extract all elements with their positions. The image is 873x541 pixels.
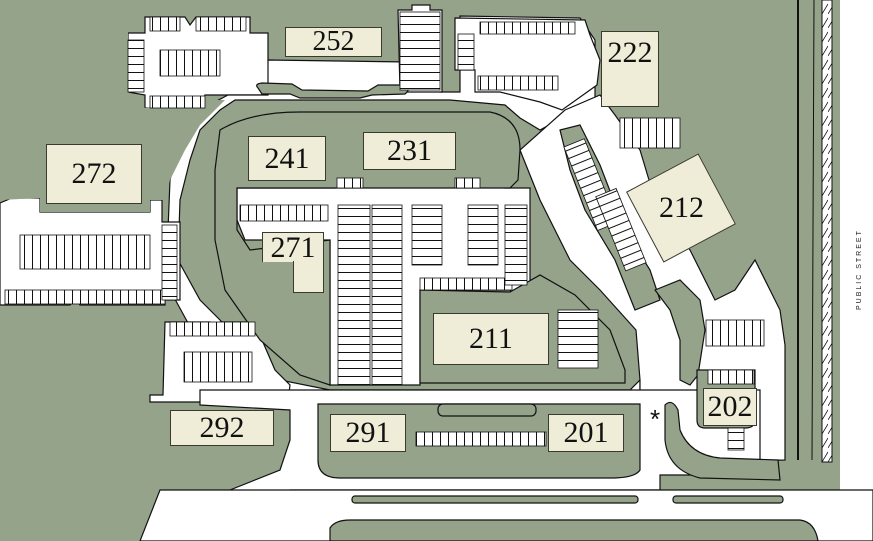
building-label: 252 xyxy=(312,26,355,57)
building-label: 201 xyxy=(563,416,609,449)
building-label: 202 xyxy=(707,390,753,423)
building-label: 222 xyxy=(607,36,653,69)
building-271[interactable]: 271 xyxy=(262,230,324,264)
building-241[interactable]: 241 xyxy=(248,136,326,181)
building-292[interactable]: 292 xyxy=(170,410,274,446)
building-201[interactable]: 201 xyxy=(548,414,624,452)
building-272[interactable]: 272 xyxy=(46,144,142,204)
building-label: 241 xyxy=(264,141,310,175)
svg-text:*: * xyxy=(650,404,660,434)
building-label: 271 xyxy=(270,230,316,264)
building-label: 211 xyxy=(469,322,513,355)
building-202[interactable]: 202 xyxy=(703,388,757,426)
building-231[interactable]: 231 xyxy=(363,132,456,170)
building-label: 272 xyxy=(71,157,117,190)
building-271-wing xyxy=(293,261,324,293)
building-label: 212 xyxy=(658,191,704,224)
public-street xyxy=(840,0,873,541)
building-252[interactable]: 252 xyxy=(285,26,382,57)
building-222[interactable]: 222 xyxy=(601,31,659,107)
building-label: 292 xyxy=(199,411,245,444)
building-label: 291 xyxy=(345,416,391,449)
road-label: PUBLIC STREET xyxy=(856,229,863,310)
building-label: 231 xyxy=(387,134,432,167)
building-211[interactable]: 211 xyxy=(433,313,549,365)
building-291[interactable]: 291 xyxy=(330,414,406,452)
